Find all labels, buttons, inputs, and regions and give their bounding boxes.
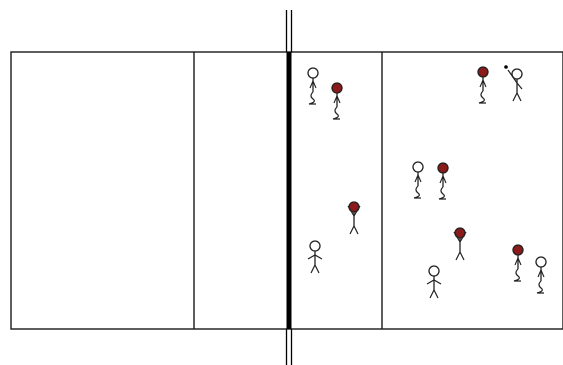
player-white-12 [536,257,546,293]
player-red-2 [332,83,342,119]
player-legs [350,226,358,234]
player-white-6 [504,65,522,101]
ball-icon [504,65,508,69]
player-head [478,67,488,77]
player-legs [430,290,438,298]
player-legs [311,265,319,273]
player-legs [479,91,486,103]
player-head [413,162,423,172]
player-head [536,257,546,267]
player-red-5 [478,67,488,103]
player-head [513,245,523,255]
player-white-4 [308,241,322,273]
player-head [310,241,320,251]
players-layer [308,65,546,298]
player-red-8 [438,163,448,199]
player-legs [333,107,340,119]
player-red-9 [454,228,466,260]
player-head [429,266,439,276]
player-legs [414,186,421,198]
player-legs [309,92,316,104]
player-white-1 [308,68,318,104]
player-legs [439,187,446,199]
player-legs [456,252,464,260]
player-legs [514,269,521,281]
player-red-3 [348,202,360,234]
player-head [438,163,448,173]
player-white-10 [427,266,441,298]
player-head [308,68,318,78]
player-legs [513,93,521,101]
player-red-11 [513,245,523,281]
player-white-7 [413,162,423,198]
player-legs [537,281,544,293]
player-head [332,83,342,93]
